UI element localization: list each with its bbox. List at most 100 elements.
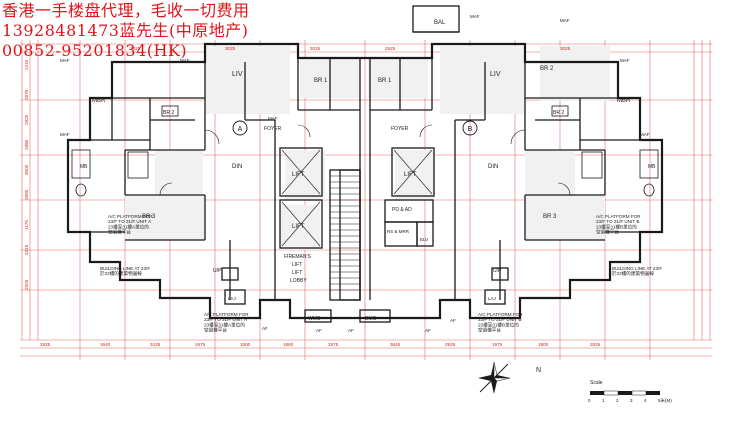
dimension-label-bottom: 2925 bbox=[40, 342, 51, 347]
scale-tick-label: 3 bbox=[630, 398, 633, 403]
door-swings bbox=[159, 124, 571, 196]
north-label: N bbox=[536, 367, 541, 374]
room-labels: LIV LIV BR 1 BR 1 BR 2 BR 2 BR 2 MBR MBR MB MB DIN D… bbox=[80, 20, 656, 322]
unit-label-b: B bbox=[468, 126, 473, 133]
room-label-lift2: LIFT bbox=[292, 224, 305, 230]
dimension-label-left: 3500 bbox=[24, 164, 29, 175]
scale-tick-label: 0 bbox=[588, 398, 591, 403]
north-arrow-icon bbox=[478, 361, 511, 394]
scale-tick-label: 4 bbox=[644, 398, 647, 403]
stairs bbox=[330, 175, 360, 291]
room-label-lift3: LIFT bbox=[404, 172, 417, 178]
room-label-elv: ELV bbox=[420, 237, 428, 242]
dimension-label-bottom: 1800 bbox=[538, 342, 549, 347]
maf-label: MAF bbox=[620, 58, 630, 63]
room-label-laj: LAJ bbox=[228, 296, 236, 301]
dimension-label-bottom: 1860 bbox=[283, 342, 294, 347]
room-label-mbr-b: MBR bbox=[617, 98, 631, 104]
room-label-rs-mrr: RS & MRR bbox=[387, 229, 410, 234]
maf-label: MAF bbox=[180, 58, 190, 63]
room-label-foyer: FOYER bbox=[264, 126, 282, 132]
room-label-mb-b: MB bbox=[648, 164, 656, 170]
watermark-line-1: 香港一手楼盘代理，毛收一切费用 bbox=[2, 1, 250, 20]
room-label-br3: BR 3 bbox=[142, 214, 156, 220]
scale-tick-label: 2 bbox=[616, 398, 619, 403]
interior-walls bbox=[90, 5, 640, 323]
dimension-label-top: 2925 bbox=[130, 46, 141, 51]
scale-title: Scale bbox=[590, 380, 603, 386]
dimension-label-top: 3025 bbox=[560, 46, 571, 51]
room-label-lift-lobby-1: LIFT bbox=[292, 270, 302, 276]
dimension-label-bottom: 2875 bbox=[328, 342, 339, 347]
scale-tick-label: 1 bbox=[602, 398, 605, 403]
room-label-bal: BAL bbox=[434, 20, 446, 26]
af-label: AF bbox=[450, 318, 456, 323]
maf-label: MAF bbox=[60, 58, 70, 63]
dimension-label-left: 2875 bbox=[24, 89, 29, 100]
building-walls bbox=[66, 42, 664, 320]
room-label-liv: LIV bbox=[232, 71, 243, 78]
room-label-lift1: LIFT bbox=[292, 172, 305, 178]
room-label-laj-b: LAJ bbox=[488, 296, 496, 301]
dimension-label-top: 3025 bbox=[225, 46, 236, 51]
dimension-label-left: 1175 bbox=[24, 220, 29, 230]
room-label-mb: MB bbox=[80, 164, 88, 170]
dimension-label-left: 2800 bbox=[24, 189, 29, 200]
room-label-wmc: WMC bbox=[308, 316, 321, 322]
af-label: AF bbox=[425, 328, 431, 333]
dimension-label-left: 2925 bbox=[24, 279, 29, 290]
dimension-label-left: 2925 bbox=[24, 114, 29, 125]
bathroom-fixtures bbox=[71, 105, 659, 197]
room-fills bbox=[125, 46, 610, 250]
room-label-mbr: MBR bbox=[92, 98, 106, 104]
maf-label: MAF bbox=[268, 116, 278, 121]
dimension-label-bottom: 1800 bbox=[240, 342, 251, 347]
room-label-din: DIN bbox=[232, 164, 242, 170]
dimension-label-bottom: 2925 bbox=[590, 342, 601, 347]
room-label-fireman-lift-2: LIFT bbox=[292, 262, 302, 268]
lift-shafts bbox=[281, 149, 433, 247]
room-label-liv-b: LIV bbox=[490, 71, 501, 78]
unit-markers bbox=[232, 120, 478, 136]
dimension-label-top: 2925 bbox=[385, 46, 396, 51]
dimension-label-bottom: 1975 bbox=[492, 342, 503, 347]
dimension-label-left: 2410 bbox=[24, 59, 29, 70]
room-label-pd-ad: PD & AD bbox=[392, 207, 412, 213]
room-label-foyer-b: FOYER bbox=[391, 126, 409, 132]
dimension-label-left: 2415 bbox=[24, 244, 29, 255]
maf-label: MAF bbox=[470, 14, 480, 19]
watermark-line-2: 13928481473蓝先生(中原地产) bbox=[2, 21, 249, 40]
dimension-label-bottom: 3435 bbox=[150, 342, 161, 347]
room-label-emc: EMC bbox=[365, 316, 377, 322]
dimension-label-bottom: 2925 bbox=[445, 342, 456, 347]
scale-tick-label: 5米(M) bbox=[658, 397, 672, 404]
room-label-up-b: U/P bbox=[493, 268, 502, 274]
room-label-br2-small-b: BR 2 bbox=[553, 110, 564, 116]
af-label: AF bbox=[348, 328, 354, 333]
dimension-label-top: 3025 bbox=[310, 46, 321, 51]
af-label: AF bbox=[262, 326, 268, 331]
room-label-br3-b: BR 3 bbox=[543, 214, 557, 220]
unit-label-a: A bbox=[238, 126, 243, 133]
maf-label: MAF bbox=[560, 18, 570, 23]
maf-label: MAF bbox=[60, 132, 70, 137]
room-label-br1-b: BR 1 bbox=[378, 78, 392, 84]
dimension-label-left: 2980 bbox=[24, 139, 29, 150]
room-label-br2: BR 2 bbox=[540, 66, 554, 72]
room-label-br1: BR 1 bbox=[314, 78, 328, 84]
room-label-din-b: DIN bbox=[488, 164, 498, 170]
room-label-br2-small: BR 2 bbox=[163, 110, 174, 116]
scale-bar: Scale 0 1 2 3 4 5米(M) bbox=[588, 380, 672, 404]
dimension-label-bottom: 3645 bbox=[390, 342, 401, 347]
af-label: AF bbox=[316, 328, 322, 333]
room-label-fireman-lift-1: FIREMAN'S bbox=[284, 254, 311, 260]
